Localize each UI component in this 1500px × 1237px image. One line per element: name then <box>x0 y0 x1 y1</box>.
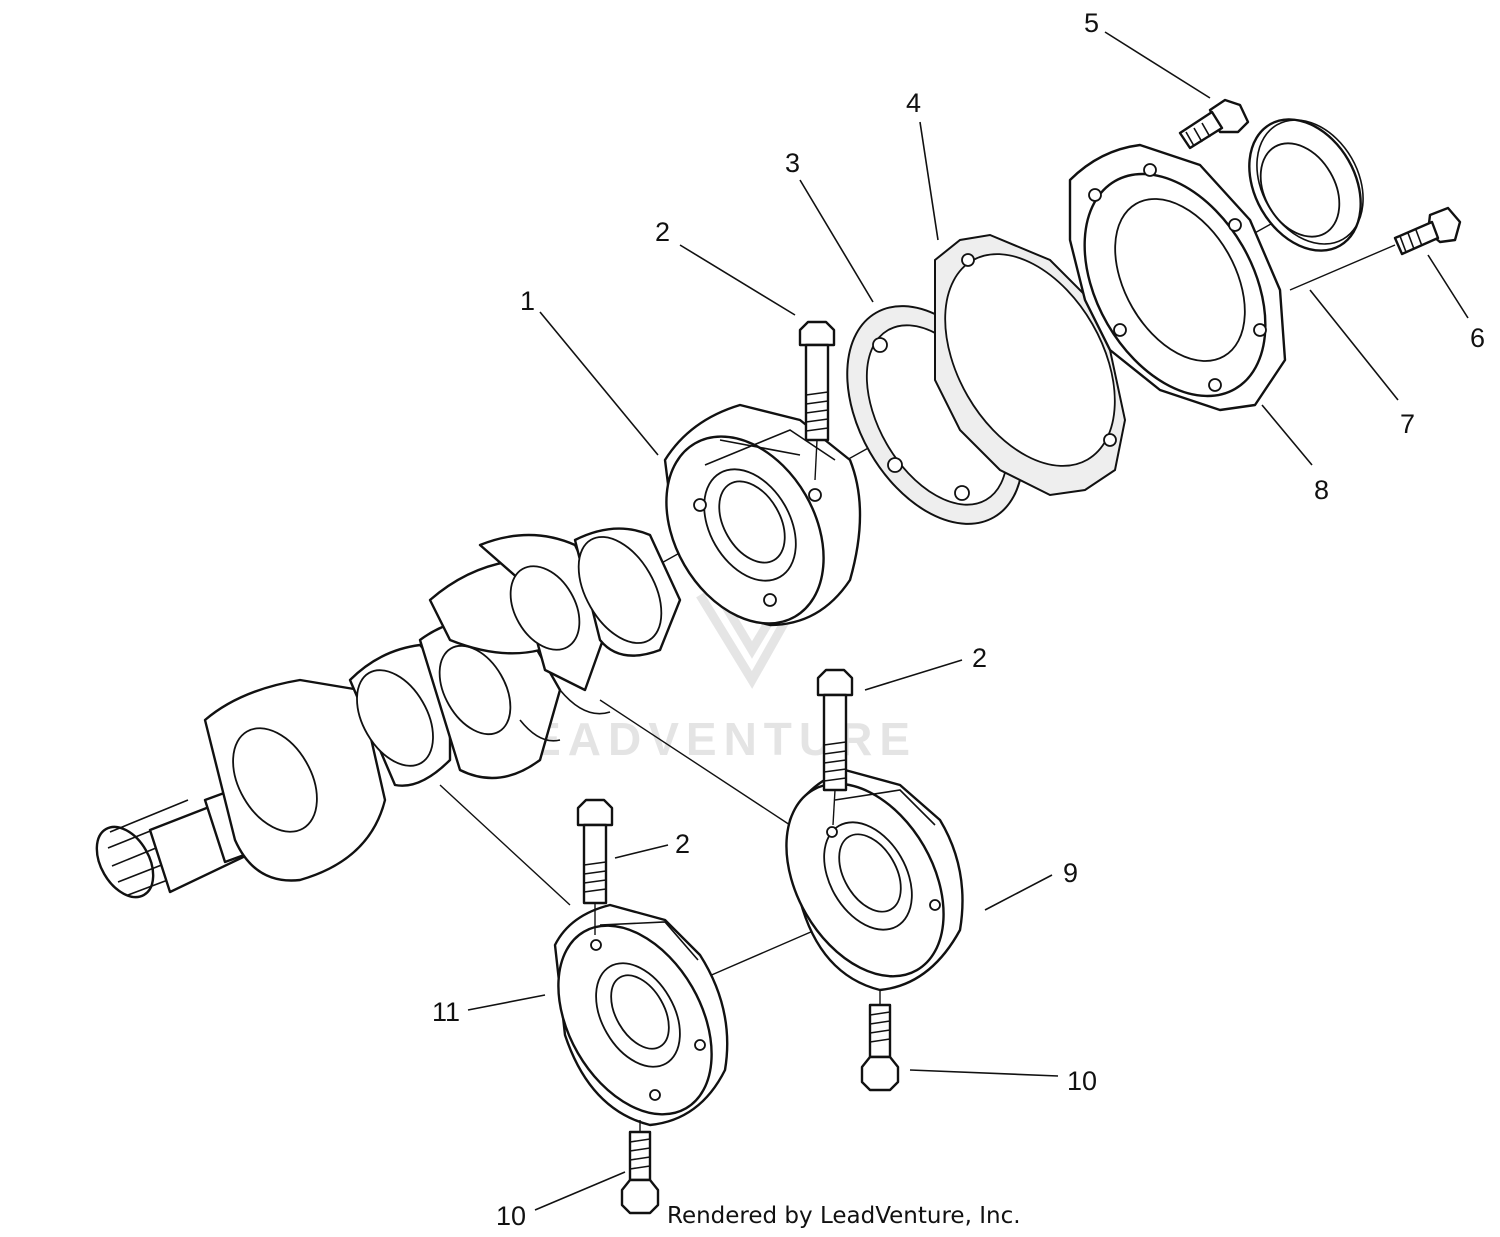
seal-housing-8 <box>1068 143 1287 412</box>
bolt-2-bottom <box>576 798 614 935</box>
callout-10-bottom: 10 <box>496 1201 526 1231</box>
callout-5: 5 <box>1084 8 1099 38</box>
callout-4: 4 <box>906 88 921 118</box>
bolt-10-middle <box>860 990 900 1092</box>
callout-2-top: 2 <box>655 217 670 247</box>
gasket-4 <box>934 233 1127 497</box>
watermark-text: LEADVENTURE <box>495 713 917 765</box>
leader-lines <box>467 31 1469 1211</box>
bearing-housing-9 <box>785 768 964 992</box>
main-bearing-housing-1 <box>663 403 862 627</box>
render-credit: Rendered by LeadVenture, Inc. <box>667 1203 1021 1229</box>
callout-2-bottom: 2 <box>675 829 690 859</box>
bolt-10-bottom <box>620 1120 660 1215</box>
bolt-2-middle <box>816 668 854 826</box>
bolt-6 <box>1393 206 1462 256</box>
callout-labels: 1 2 3 4 5 6 7 8 2 9 2 11 10 10 <box>432 8 1485 1231</box>
callout-7: 7 <box>1400 409 1415 439</box>
callout-8: 8 <box>1314 475 1329 505</box>
callout-2-middle: 2 <box>972 643 987 673</box>
bolt-2-top <box>798 320 836 481</box>
bearing-housing-11 <box>553 903 729 1127</box>
callout-3: 3 <box>785 148 800 178</box>
oil-seal-7 <box>1248 118 1364 252</box>
crankshaft <box>95 527 682 899</box>
callout-11: 11 <box>432 997 460 1027</box>
callout-6: 6 <box>1470 323 1485 353</box>
bolt-5 <box>1178 98 1250 150</box>
callout-10-middle: 10 <box>1067 1066 1097 1096</box>
callout-9: 9 <box>1063 858 1078 888</box>
callout-1: 1 <box>520 286 535 316</box>
